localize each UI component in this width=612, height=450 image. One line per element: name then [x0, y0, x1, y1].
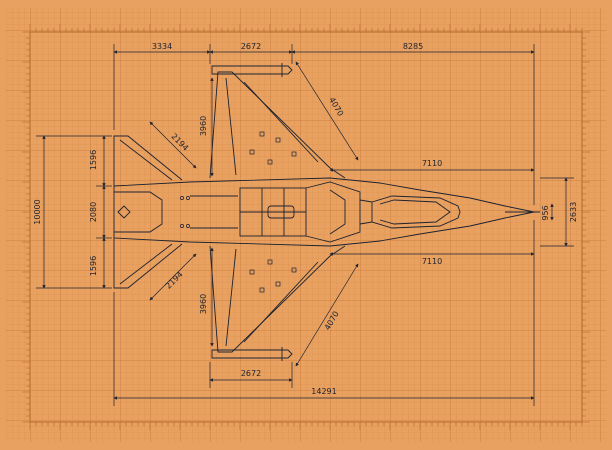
intake-area — [305, 181, 361, 243]
lower-wingtip-missile — [211, 349, 293, 359]
lower-wing-spar — [225, 248, 237, 347]
dim-root-bottom: 3960 — [199, 294, 208, 314]
dim-tail-bottom: 1596 — [89, 256, 98, 276]
dim-tail-center: 2080 — [89, 202, 98, 222]
center-hatch — [267, 205, 295, 219]
dim-length-total: 14291 — [311, 387, 336, 396]
dimension-lines — [36, 44, 574, 406]
dim-line-tail-bottom — [149, 253, 197, 301]
dim-nose-span: 2633 — [569, 202, 578, 222]
dim-nose-small: 956 — [541, 205, 550, 220]
exhaust-nozzle — [114, 191, 163, 233]
dim-fuselage-top: 7110 — [422, 159, 442, 168]
ruler-ticks — [22, 24, 590, 430]
dim-line-wing-bottom — [295, 263, 359, 367]
dim-line-tail-top — [149, 121, 197, 169]
upper-wingtip-missile — [211, 65, 293, 75]
dim-top-left: 3334 — [152, 42, 172, 51]
upper-wing-spar — [225, 77, 237, 176]
canopy-inner — [379, 199, 451, 225]
dim-top-mid: 2672 — [241, 42, 261, 51]
lower-tail-inner — [119, 243, 173, 285]
dim-tail-top: 1596 — [89, 150, 98, 170]
canopy — [371, 195, 461, 229]
dim-line-wing-top — [295, 61, 359, 161]
dim-root-top: 3960 — [199, 116, 208, 136]
dim-bottom-mid: 2672 — [241, 369, 261, 378]
dim-fuselage-bottom: 7110 — [422, 257, 442, 266]
upper-tail-inner — [119, 139, 173, 181]
tail-marker — [117, 205, 131, 219]
fuselage-outline — [113, 177, 535, 247]
dim-height-total: 10000 — [33, 199, 42, 224]
dim-top-right: 8285 — [403, 42, 423, 51]
aircraft-plan-view — [113, 63, 540, 361]
